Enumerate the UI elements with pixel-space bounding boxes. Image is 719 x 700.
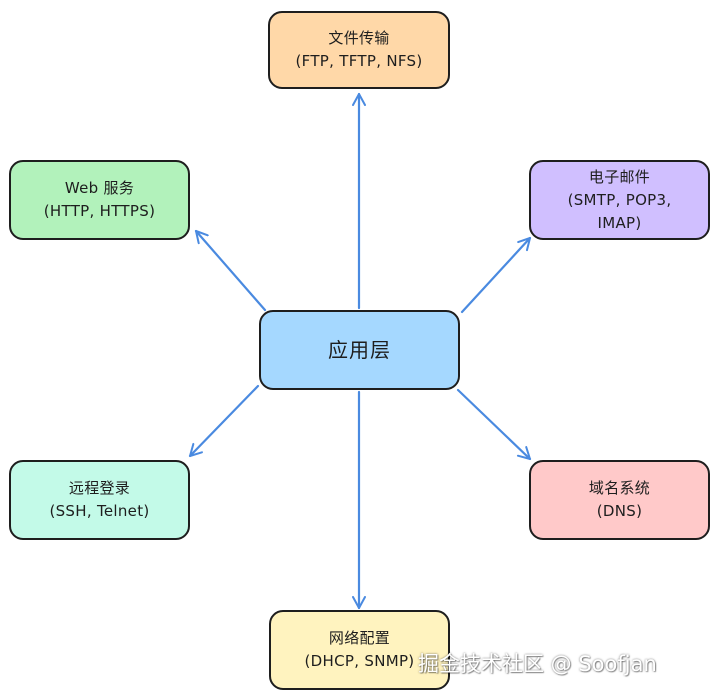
node-protocols: (DNS) <box>596 502 643 520</box>
center-label: 应用层 <box>328 338 391 362</box>
node-email[interactable]: 电子邮件 (SMTP, POP3, IMAP) <box>529 160 710 240</box>
node-title: 电子邮件 <box>588 167 651 186</box>
node-protocols-line2: IMAP) <box>597 213 642 232</box>
node-web-service[interactable]: Web 服务 (HTTP, HTTPS) <box>9 160 190 240</box>
edge-dns <box>456 388 532 461</box>
node-title: 域名系统 <box>588 479 651 497</box>
edge-remote-login <box>188 384 260 458</box>
node-protocols: (FTP, TFTP, NFS) <box>295 52 423 70</box>
node-protocols: (SSH, Telnet) <box>49 502 150 520</box>
node-protocols: (DHCP, SNMP) <box>304 652 415 670</box>
node-title: 文件传输 <box>328 29 390 47</box>
node-title: Web 服务 <box>64 179 135 197</box>
node-remote-login[interactable]: 远程登录 (SSH, Telnet) <box>9 460 190 540</box>
node-application-layer[interactable]: 应用层 <box>259 310 460 390</box>
node-protocols-line1: (SMTP, POP3, <box>567 190 672 209</box>
watermark: 掘金技术社区 @ Soofjan <box>418 652 657 676</box>
node-network-config[interactable]: 网络配置 (DHCP, SNMP) <box>269 610 450 690</box>
edge-web-service <box>194 229 267 312</box>
node-title: 网络配置 <box>328 629 391 647</box>
edge-email <box>460 236 532 314</box>
node-dns[interactable]: 域名系统 (DNS) <box>529 460 710 540</box>
node-file-transfer[interactable]: 文件传输 (FTP, TFTP, NFS) <box>268 11 450 89</box>
node-title: 远程登录 <box>68 479 131 497</box>
node-protocols: (HTTP, HTTPS) <box>43 202 156 220</box>
